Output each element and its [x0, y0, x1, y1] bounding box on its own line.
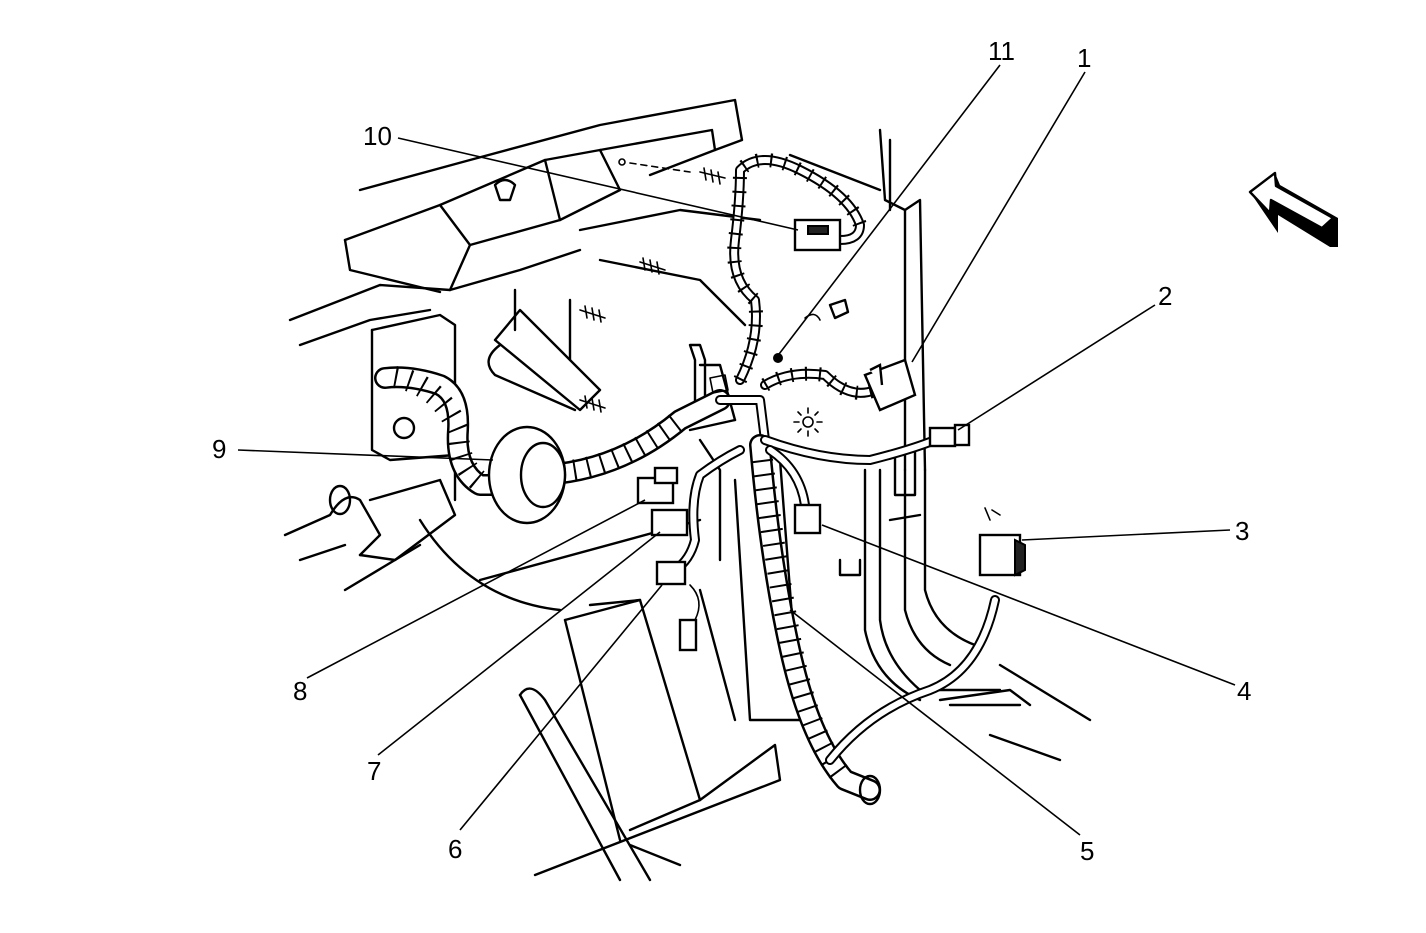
callout-8: 8: [293, 676, 307, 706]
leader-lines: [237, 64, 1236, 836]
callout-labels: 1 2 3 4 5 6 7 8 9 10 11: [212, 36, 1251, 866]
callout-11: 11: [988, 36, 1015, 66]
callout-2: 2: [1158, 281, 1172, 311]
leader-9: [237, 449, 494, 461]
callout-10: 10: [363, 121, 392, 151]
grommet: [487, 425, 567, 525]
connectors: [636, 218, 1026, 652]
leader-5: [789, 609, 1081, 836]
leader-1: [911, 71, 1086, 363]
leader-10: [397, 137, 799, 231]
callout-1: 1: [1077, 43, 1091, 73]
leader-6: [459, 584, 663, 831]
leader-8: [306, 499, 646, 679]
callout-3: 3: [1235, 516, 1249, 546]
callout-6: 6: [448, 834, 462, 864]
leader-4: [821, 524, 1236, 686]
callout-4: 4: [1237, 676, 1251, 706]
leader-7: [377, 531, 661, 756]
body-structure: [283, 98, 1092, 882]
threaded-studs: [579, 158, 726, 413]
leader-2: [957, 304, 1156, 431]
leader-3: [1021, 529, 1231, 541]
callout-9: 9: [212, 434, 226, 464]
callout-5: 5: [1080, 836, 1094, 866]
view-direction-arrow-icon: [1248, 171, 1338, 247]
callout-7: 7: [367, 756, 381, 786]
leader-11: [775, 64, 1001, 359]
wiring-harness: [374, 153, 1000, 806]
